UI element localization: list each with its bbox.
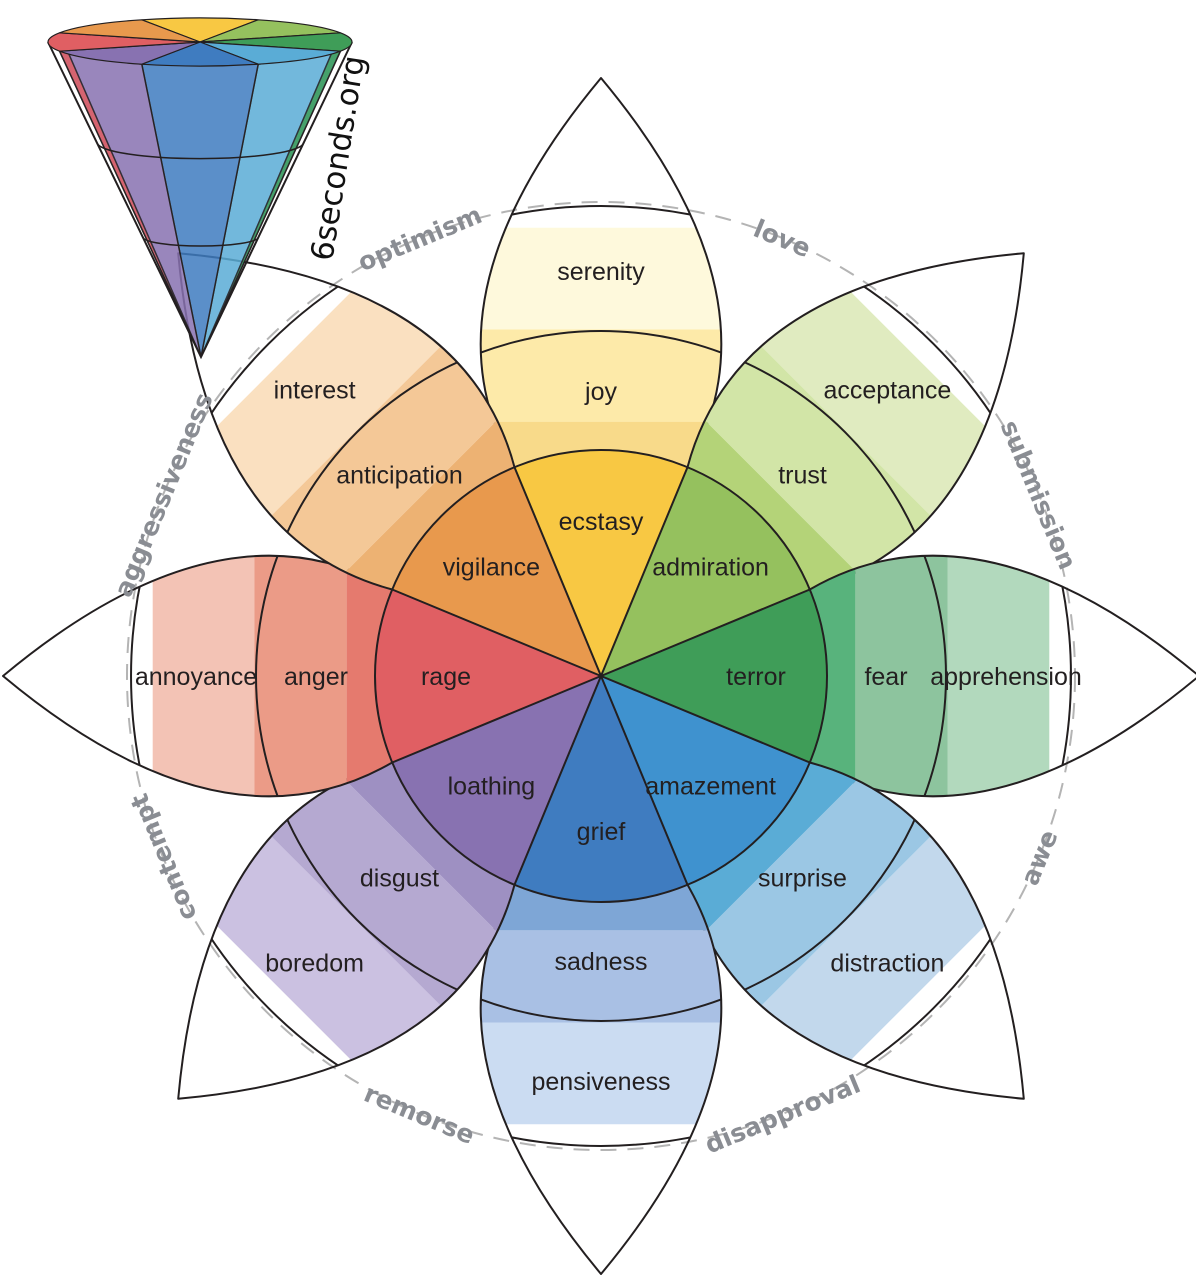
dyad-awe: awe xyxy=(1015,826,1064,890)
dyad-disapproval: disapproval xyxy=(701,1069,865,1159)
label-sadness-inner: grief xyxy=(577,818,626,846)
label-surprise-outer: distraction xyxy=(830,949,944,977)
band-divider xyxy=(255,555,299,797)
label-surprise-middle: surprise xyxy=(758,865,847,893)
band-divider xyxy=(734,253,1024,543)
band-divider xyxy=(480,330,722,374)
label-anticipation-outer: interest xyxy=(274,377,356,405)
cone-top-segment xyxy=(199,32,353,52)
label-trust-outer: acceptance xyxy=(823,377,951,405)
surprise-band-tip xyxy=(687,762,1024,1099)
petal-outline xyxy=(479,883,723,1275)
sector-divider xyxy=(600,675,811,764)
sector-fear xyxy=(601,589,828,763)
label-trust-middle: trust xyxy=(778,462,827,490)
sector-divider xyxy=(391,588,602,677)
cone-top-segment xyxy=(141,17,259,43)
band-divider xyxy=(480,205,722,264)
sector-disgust xyxy=(392,676,601,885)
cone-top-segment xyxy=(59,19,201,43)
label-sadness-middle: sadness xyxy=(554,948,647,976)
joy-band-tip xyxy=(480,227,722,330)
sector-surprise xyxy=(601,676,810,885)
sector-divider xyxy=(513,675,602,886)
label-fear-outer: apprehension xyxy=(930,663,1082,691)
cone-ring xyxy=(142,236,260,247)
petal-outline xyxy=(177,761,516,1100)
dyad-submission: submission xyxy=(995,416,1082,574)
cone-outline xyxy=(47,41,353,360)
petal-outline xyxy=(479,77,723,469)
sector-divider xyxy=(600,466,689,677)
label-fear-inner: terror xyxy=(726,663,786,691)
emotion-labels: ecstasy joy serenity admiration trust accepta… xyxy=(135,258,1082,1096)
label-trust-inner: admiration xyxy=(652,553,769,581)
dyad-circle xyxy=(126,201,1076,1151)
fear-band-tip xyxy=(947,555,1050,797)
label-fear-middle: fear xyxy=(864,663,907,691)
sector-divider xyxy=(391,675,602,764)
dyad-optimism: optimism xyxy=(354,200,486,277)
sadness-band-outer xyxy=(480,930,722,1023)
label-surprise-inner: amazement xyxy=(645,773,776,801)
dyad-contempt: contempt xyxy=(124,789,202,924)
sector-joy xyxy=(514,449,688,676)
petal-outline xyxy=(808,554,1196,798)
sector-divider xyxy=(600,675,689,886)
anger-band-outer xyxy=(254,555,347,797)
joy-band-outer xyxy=(480,329,722,422)
band-divider xyxy=(480,1088,722,1147)
anger-band-tip xyxy=(152,555,255,797)
cone-ring xyxy=(96,142,305,160)
label-joy-inner: ecstasy xyxy=(559,508,644,536)
emotion-cone-3d xyxy=(47,17,353,360)
label-disgust-outer: boredom xyxy=(265,949,364,977)
fear-band-outer xyxy=(855,555,948,797)
disgust-band-tip xyxy=(178,762,515,1099)
petal-outline xyxy=(686,761,1025,1100)
band-divider xyxy=(178,253,468,543)
petal-outline xyxy=(686,252,1025,591)
sector-anger xyxy=(374,589,601,763)
cone-top-segment xyxy=(47,32,201,52)
sector-divider xyxy=(513,466,602,677)
label-disgust-inner: loathing xyxy=(448,773,536,801)
inner-circle xyxy=(374,449,828,903)
band-divider xyxy=(1013,555,1072,797)
sector-trust xyxy=(601,467,810,676)
dyad-remorse: remorse xyxy=(360,1079,479,1150)
trust-band-tip xyxy=(687,253,1024,590)
sector-anticipation xyxy=(392,467,601,676)
sector-sadness xyxy=(514,676,688,903)
label-anticipation-inner: vigilance xyxy=(443,553,540,581)
band-divider xyxy=(480,978,722,1022)
anticipation-band-tip xyxy=(178,253,515,590)
label-joy-outer: serenity xyxy=(557,258,645,286)
dyad-love: love xyxy=(749,214,815,263)
label-joy-middle: joy xyxy=(584,378,617,406)
label-anger-inner: rage xyxy=(421,663,471,691)
band-divider xyxy=(734,809,1024,1099)
cone-top-segment xyxy=(199,19,341,43)
inner-circle-outline xyxy=(374,449,828,903)
label-disgust-middle: disgust xyxy=(360,865,439,893)
dyad-guide-circle xyxy=(126,201,1076,1151)
label-anticipation-middle: anticipation xyxy=(336,462,462,490)
sector-divider xyxy=(600,588,811,677)
sadness-band-tip xyxy=(480,1022,722,1125)
band-divider xyxy=(178,809,468,1099)
cone-top-segment xyxy=(141,41,259,67)
band-divider xyxy=(903,555,947,797)
band-divider xyxy=(130,555,189,797)
label-sadness-outer: pensiveness xyxy=(532,1068,671,1096)
cone-top-segment xyxy=(199,41,341,65)
label-anger-middle: anger xyxy=(284,663,348,691)
label-anger-outer: annoyance xyxy=(135,663,257,691)
petal-outline xyxy=(2,554,394,798)
cone-top-segment xyxy=(59,41,201,65)
